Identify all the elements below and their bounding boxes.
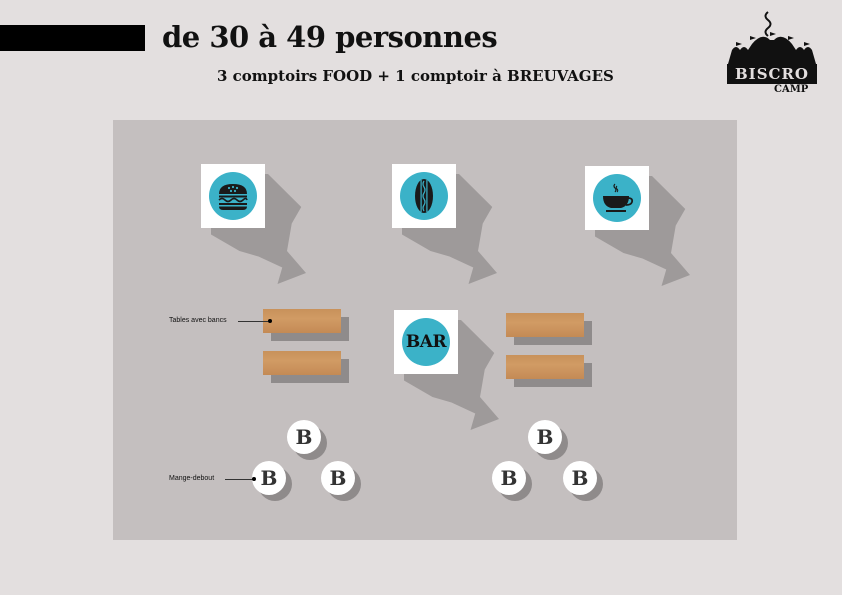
- stools-leader-line: [225, 479, 253, 480]
- counter-coffee[interactable]: [585, 166, 690, 286]
- stool-logo-icon: B: [321, 461, 355, 495]
- table-top: [263, 309, 341, 333]
- standing-table[interactable]: B: [252, 461, 294, 503]
- stool-logo-icon: B: [252, 461, 286, 495]
- stool-logo-icon: B: [563, 461, 597, 495]
- standing-table[interactable]: B: [492, 461, 534, 503]
- page-subtitle: 3 comptoirs FOOD + 1 comptoir à BREUVAGE…: [217, 67, 614, 85]
- coffee-cup-icon: [603, 183, 634, 212]
- counter-hotdog[interactable]: [392, 164, 497, 284]
- stools-leader-dot: [252, 477, 256, 481]
- tables-leader-dot: [268, 319, 272, 323]
- table-top: [506, 355, 584, 379]
- logo-wordmark: BISCRO: [727, 64, 817, 84]
- standing-table[interactable]: B: [287, 420, 329, 462]
- title-accent-bar: [0, 25, 145, 51]
- page-title: de 30 à 49 personnes: [162, 20, 498, 54]
- bar-icon: BAR: [405, 332, 447, 352]
- table-with-benches[interactable]: [506, 313, 596, 349]
- stools-legend-label: Mange-debout: [169, 475, 215, 482]
- counter-bar[interactable]: BAR: [394, 310, 499, 430]
- hotdog-icon: [415, 179, 433, 213]
- stool-logo-icon: B: [528, 420, 562, 454]
- tables-legend-label: Tables avec bancs: [169, 317, 227, 324]
- stool-logo-icon: B: [492, 461, 526, 495]
- tables-leader-line: [238, 321, 268, 322]
- biscro-camp-logo: BISCRO CAMP: [722, 10, 822, 102]
- standing-table[interactable]: B: [563, 461, 605, 503]
- logo-subtext: CAMP: [774, 84, 809, 95]
- standing-table[interactable]: B: [528, 420, 570, 462]
- table-top: [506, 313, 584, 337]
- circus-tent-icon: [728, 11, 816, 64]
- counter-burger[interactable]: [201, 164, 306, 284]
- counter-disc: [402, 318, 450, 366]
- table-with-benches[interactable]: [263, 351, 353, 387]
- table-with-benches[interactable]: [506, 355, 596, 391]
- table-with-benches[interactable]: [263, 309, 353, 345]
- burger-icon: [218, 184, 248, 210]
- standing-table[interactable]: B: [321, 461, 363, 503]
- stool-logo-icon: B: [287, 420, 321, 454]
- table-top: [263, 351, 341, 375]
